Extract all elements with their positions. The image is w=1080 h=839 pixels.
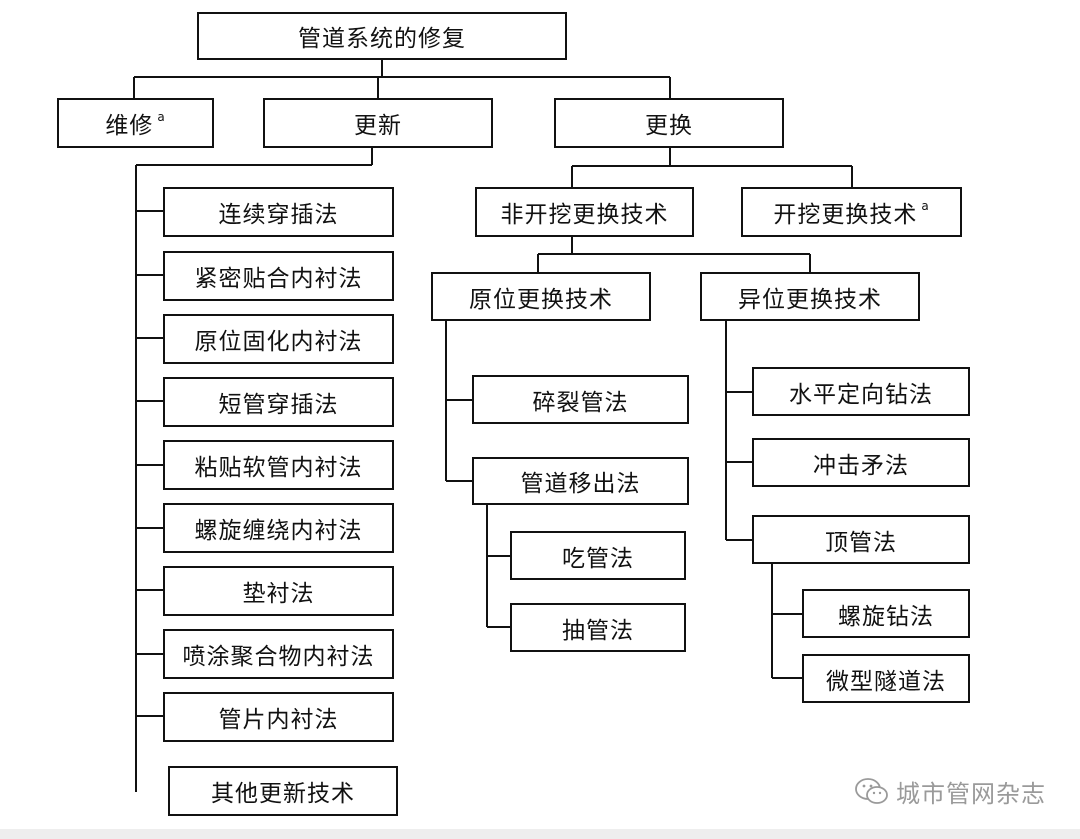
footnote-mark: a [921, 199, 930, 213]
pipe-jacking-method-node: 微型隧道法 [802, 654, 970, 703]
renewal-method-node: 管片内衬法 [163, 692, 394, 742]
in-situ-replacement-node: 原位更换技术 [431, 272, 651, 321]
renewal-node: 更新 [263, 98, 493, 148]
node-label: 开挖更换技术 [773, 202, 918, 228]
root-node: 管道系统的修复 [197, 12, 567, 60]
renewal-method-node: 连续穿插法 [163, 187, 394, 237]
renewal-method-node: 喷涂聚合物内衬法 [163, 629, 394, 679]
pipe-jacking-method-node: 螺旋钻法 [802, 589, 970, 638]
in-situ-method-node: 碎裂管法 [472, 375, 689, 424]
off-site-method-node: 水平定向钻法 [752, 367, 970, 416]
renewal-method-node: 螺旋缠绕内衬法 [163, 503, 394, 553]
renewal-method-node: 垫衬法 [163, 566, 394, 616]
watermark: 城市管网杂志 [854, 774, 1046, 809]
renewal-method-node: 原位固化内衬法 [163, 314, 394, 364]
wechat-icon [854, 777, 890, 807]
watermark-text: 城市管网杂志 [896, 780, 1046, 808]
off-site-method-node: 顶管法 [752, 515, 970, 564]
off-site-replacement-node: 异位更换技术 [700, 272, 920, 321]
trenchless-replacement-node: 非开挖更换技术 [475, 187, 694, 237]
bottom-strip [0, 829, 1080, 839]
node-label: 维修 [105, 113, 154, 139]
renewal-method-node: 短管穿插法 [163, 377, 394, 427]
footnote-mark: a [157, 110, 166, 124]
off-site-method-node: 冲击矛法 [752, 438, 970, 487]
pipe-removal-method-node: 吃管法 [510, 531, 686, 580]
renewal-method-node: 其他更新技术 [168, 766, 398, 816]
renewal-method-node: 粘贴软管内衬法 [163, 440, 394, 490]
replacement-node: 更换 [554, 98, 784, 148]
in-situ-method-node: 管道移出法 [472, 457, 689, 505]
renewal-method-node: 紧密贴合内衬法 [163, 251, 394, 301]
pipe-removal-method-node: 抽管法 [510, 603, 686, 652]
